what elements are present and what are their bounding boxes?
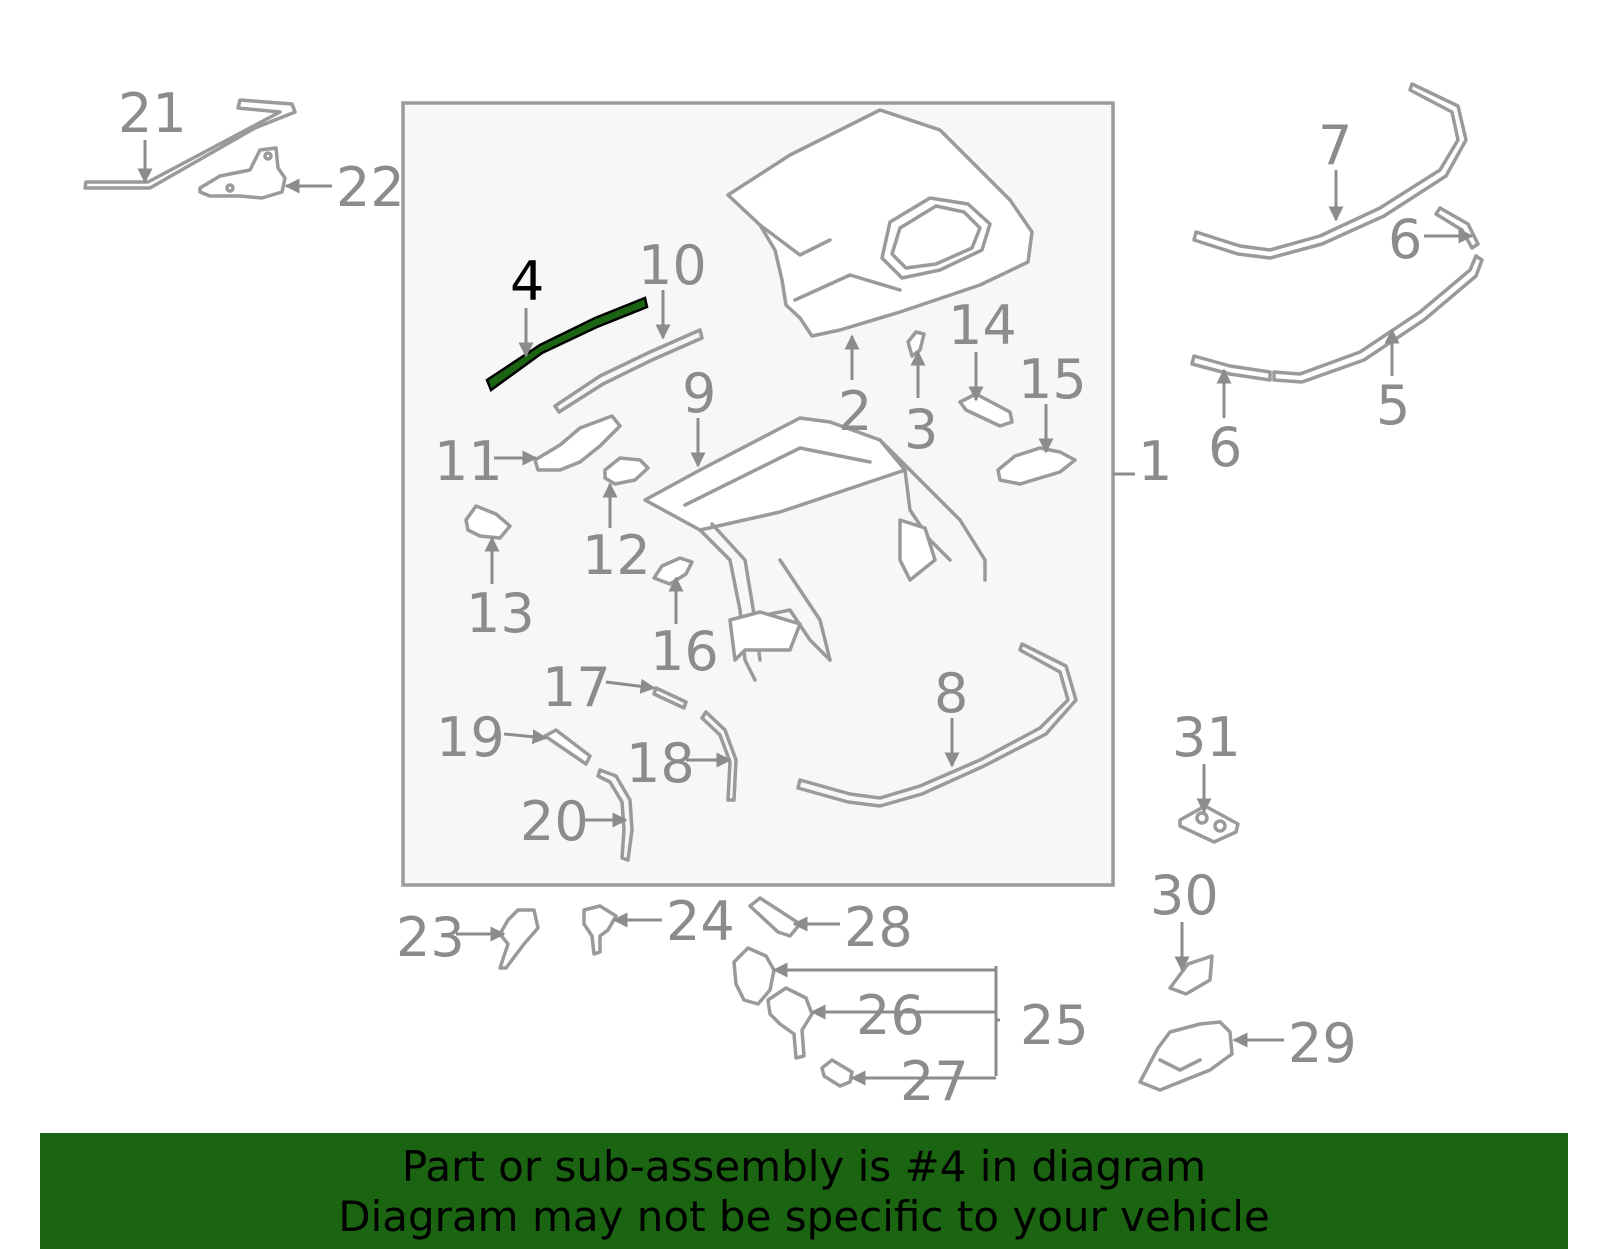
info-banner: Part or sub-assembly is #4 in diagram Di… (40, 1133, 1568, 1249)
label-21: 21 (118, 82, 187, 145)
label-14: 14 (948, 294, 1017, 357)
label-25: 25 (1020, 994, 1089, 1057)
label-16: 16 (650, 620, 719, 683)
label-29: 29 (1288, 1012, 1357, 1075)
part-21-shape[interactable] (83, 98, 297, 190)
label-22: 22 (336, 156, 405, 219)
part-12-shape[interactable] (603, 456, 650, 486)
part-6-lower-shape[interactable] (1190, 354, 1272, 382)
label-27: 27 (900, 1050, 969, 1113)
part-10-shape[interactable] (553, 328, 704, 414)
label-18: 18 (626, 732, 695, 795)
label-2: 2 (838, 380, 872, 443)
part-25-shape[interactable] (732, 946, 776, 1006)
label-23: 23 (396, 906, 465, 969)
part-2-soft-top[interactable] (726, 108, 1034, 338)
label-11: 11 (434, 430, 503, 493)
part-9-top-frame[interactable] (643, 416, 987, 682)
label-1: 1 (1138, 430, 1172, 493)
part-20-shape[interactable] (596, 768, 634, 862)
part-22-shape[interactable] (198, 146, 287, 200)
label-6-lower: 6 (1208, 416, 1242, 479)
leader-arrows (137, 140, 1474, 1086)
part-7-shape[interactable] (1192, 82, 1468, 260)
label-24: 24 (666, 890, 735, 953)
label-10: 10 (638, 234, 707, 297)
part-6-upper-shape[interactable] (1434, 206, 1480, 250)
banner-line-1: Part or sub-assembly is #4 in diagram (401, 1142, 1207, 1191)
part-15-shape[interactable] (996, 446, 1077, 486)
part-4-highlighted[interactable] (485, 296, 649, 392)
part-18-shape[interactable] (700, 710, 738, 802)
part-31-shape[interactable] (1178, 804, 1240, 844)
label-28: 28 (844, 896, 913, 959)
label-6-upper: 6 (1388, 208, 1422, 271)
banner-line-2: Diagram may not be specific to your vehi… (338, 1192, 1270, 1241)
label-19: 19 (436, 706, 505, 769)
label-15: 15 (1018, 348, 1087, 411)
part-23-shape[interactable] (498, 908, 540, 970)
label-8: 8 (934, 662, 968, 725)
part-11-shape[interactable] (533, 414, 622, 472)
label-20: 20 (520, 790, 589, 853)
label-30: 30 (1150, 864, 1219, 927)
label-26: 26 (856, 984, 925, 1047)
part-19-shape[interactable] (543, 728, 592, 766)
bracket-25 (994, 966, 1000, 1076)
part-27-shape[interactable] (820, 1058, 854, 1088)
part-13-shape[interactable] (464, 504, 512, 540)
label-9: 9 (682, 362, 716, 425)
part-26-shape[interactable] (766, 986, 814, 1060)
part-29-shape[interactable] (1138, 1020, 1234, 1092)
label-4: 4 (510, 250, 544, 313)
part-5-shape[interactable] (1272, 254, 1484, 384)
label-31: 31 (1172, 706, 1241, 769)
label-12: 12 (582, 524, 651, 587)
part-8-shape[interactable] (796, 642, 1078, 808)
part-24-shape[interactable] (582, 904, 618, 956)
label-3: 3 (904, 398, 938, 461)
label-17: 17 (542, 656, 611, 719)
part-30-shape[interactable] (1168, 954, 1214, 996)
label-5: 5 (1376, 374, 1410, 437)
label-13: 13 (466, 582, 535, 645)
part-28-shape[interactable] (748, 896, 802, 938)
label-7: 7 (1318, 114, 1352, 177)
